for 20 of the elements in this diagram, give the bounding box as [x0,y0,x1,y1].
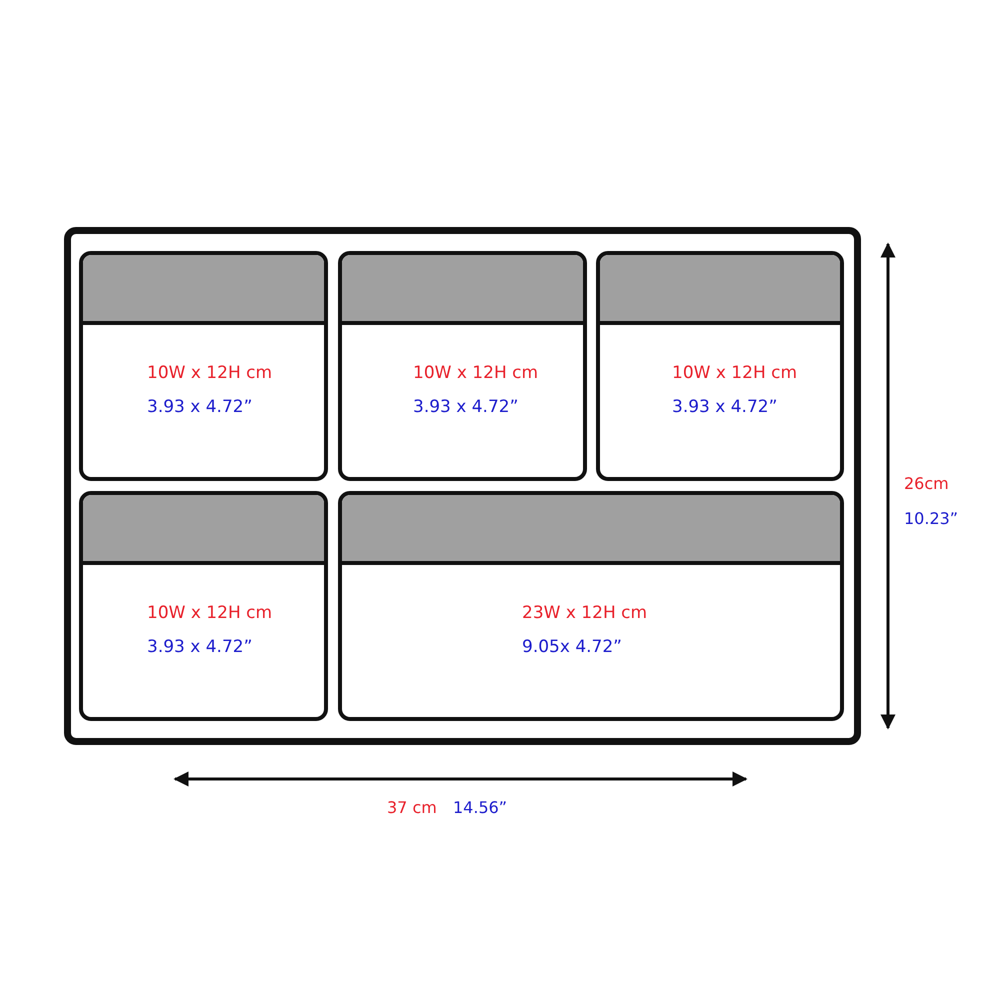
dimension-text: 10W x 12H cm [672,363,798,383]
tray-outline [64,227,861,745]
dimension-text: 3.93 x 4.72” [147,397,252,417]
compartment [338,251,587,481]
compartment [79,251,328,481]
compartment [338,491,844,721]
compartment [79,491,328,721]
dimension-text: 23W x 12H cm [522,603,648,623]
dimension-label: 37 cm [387,798,437,818]
dimension-text: 3.93 x 4.72” [147,637,252,657]
dimension-text: 9.05x 4.72” [522,637,622,657]
dimension-text: 10W x 12H cm [147,603,272,623]
dimension-label: 14.56” [453,798,508,818]
dimension-text: 3.93 x 4.72” [672,397,778,417]
dimension-label: 26cm [904,474,949,494]
dimension-text: 10W x 12H cm [147,363,272,383]
dimension-label: 10.23” [904,509,958,529]
dimension-text: 3.93 x 4.72” [413,397,518,417]
dimension-text: 10W x 12H cm [413,363,538,383]
compartment [596,251,844,481]
